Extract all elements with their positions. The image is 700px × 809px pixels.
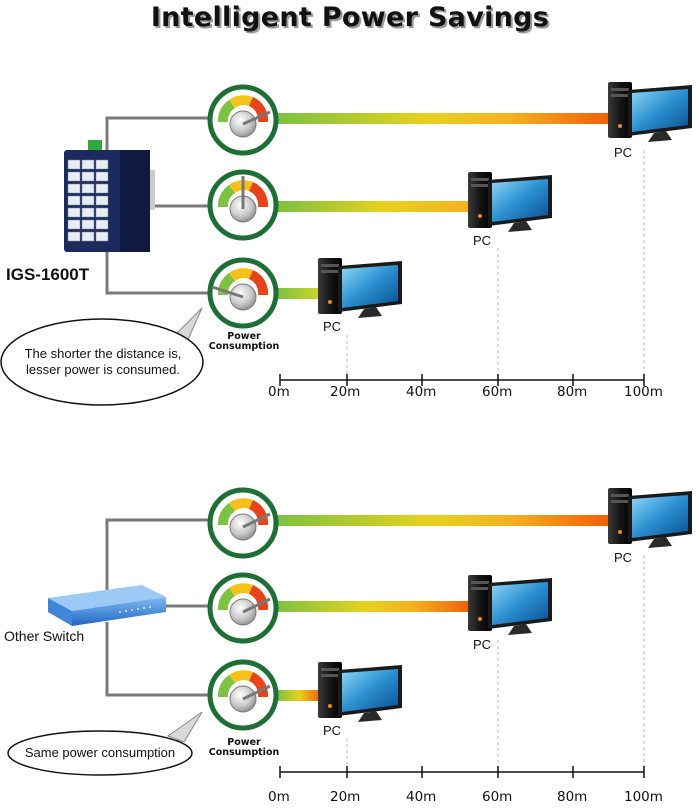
top-power-cable-60m bbox=[278, 201, 470, 212]
bottom-gauge-2 bbox=[210, 575, 276, 641]
top-panel bbox=[0, 82, 692, 406]
top-cable-3 bbox=[105, 250, 208, 295]
top-distance-axis bbox=[279, 374, 645, 386]
bottom-tick-40m: 40m bbox=[406, 789, 437, 805]
bottom-pc-20m-icon bbox=[318, 662, 402, 722]
bottom-cable-1 bbox=[105, 518, 208, 590]
bottom-tick-20m: 20m bbox=[330, 789, 361, 805]
top-tick-0m: 0m bbox=[268, 384, 290, 400]
top-gauge-1 bbox=[210, 87, 276, 153]
top-pc-100m-icon bbox=[608, 82, 692, 142]
bottom-speech-bubble bbox=[7, 711, 203, 776]
top-tick-20m: 20m bbox=[330, 384, 361, 400]
top-tick-80m: 80m bbox=[557, 384, 588, 400]
top-tick-100m: 100m bbox=[624, 384, 663, 400]
igs-1600t-switch-image bbox=[64, 140, 155, 252]
bottom-bubble-text: Same power consumption bbox=[24, 745, 176, 760]
bottom-power-cable-20m bbox=[278, 690, 320, 701]
bottom-tick-60m: 60m bbox=[482, 789, 513, 805]
top-tick-40m: 40m bbox=[406, 384, 437, 400]
bottom-gauge-3 bbox=[210, 662, 276, 728]
top-pc-60m-icon bbox=[468, 172, 552, 232]
top-speech-bubble bbox=[0, 307, 204, 406]
bottom-power-cable-60m bbox=[278, 601, 470, 612]
top-tick-60m: 60m bbox=[482, 384, 513, 400]
top-pc-label-100m: PC bbox=[614, 145, 633, 160]
bottom-pc-label-20m: PC bbox=[323, 723, 342, 738]
bottom-pc-label-100m: PC bbox=[614, 550, 633, 565]
other-switch-image bbox=[48, 585, 166, 626]
top-gauge-3 bbox=[210, 260, 276, 326]
bottom-tick-0m: 0m bbox=[268, 789, 290, 805]
other-switch-label: Other Switch bbox=[4, 628, 85, 644]
bottom-distance-axis bbox=[279, 766, 645, 778]
top-gauge-2 bbox=[210, 172, 276, 238]
top-pc-20m-icon bbox=[318, 258, 402, 318]
page-title: Intelligent Power Savings bbox=[150, 2, 550, 33]
igs-1600t-label: IGS-1600T bbox=[6, 265, 90, 284]
bottom-power-consumption-label: Power Consumption bbox=[208, 737, 280, 758]
bottom-pc-60m-icon bbox=[468, 575, 552, 635]
top-bubble-text: The shorter the distance is, lesser powe… bbox=[24, 346, 182, 377]
top-power-consumption-label: Power Consumption bbox=[208, 331, 280, 352]
top-cable-1 bbox=[105, 116, 208, 150]
top-power-cable-100m bbox=[278, 113, 608, 124]
bottom-tick-100m: 100m bbox=[624, 789, 663, 805]
bottom-cable-3 bbox=[105, 622, 208, 697]
bottom-gauge-1 bbox=[210, 490, 276, 556]
bottom-power-cable-100m bbox=[278, 515, 608, 526]
bottom-pc-label-60m: PC bbox=[473, 637, 492, 652]
bottom-panel bbox=[7, 488, 692, 778]
top-power-cable-20m bbox=[278, 288, 320, 299]
bottom-pc-100m-icon bbox=[608, 488, 692, 548]
top-pc-label-60m: PC bbox=[473, 233, 492, 248]
top-pc-label-20m: PC bbox=[323, 319, 342, 334]
bottom-tick-80m: 80m bbox=[557, 789, 588, 805]
